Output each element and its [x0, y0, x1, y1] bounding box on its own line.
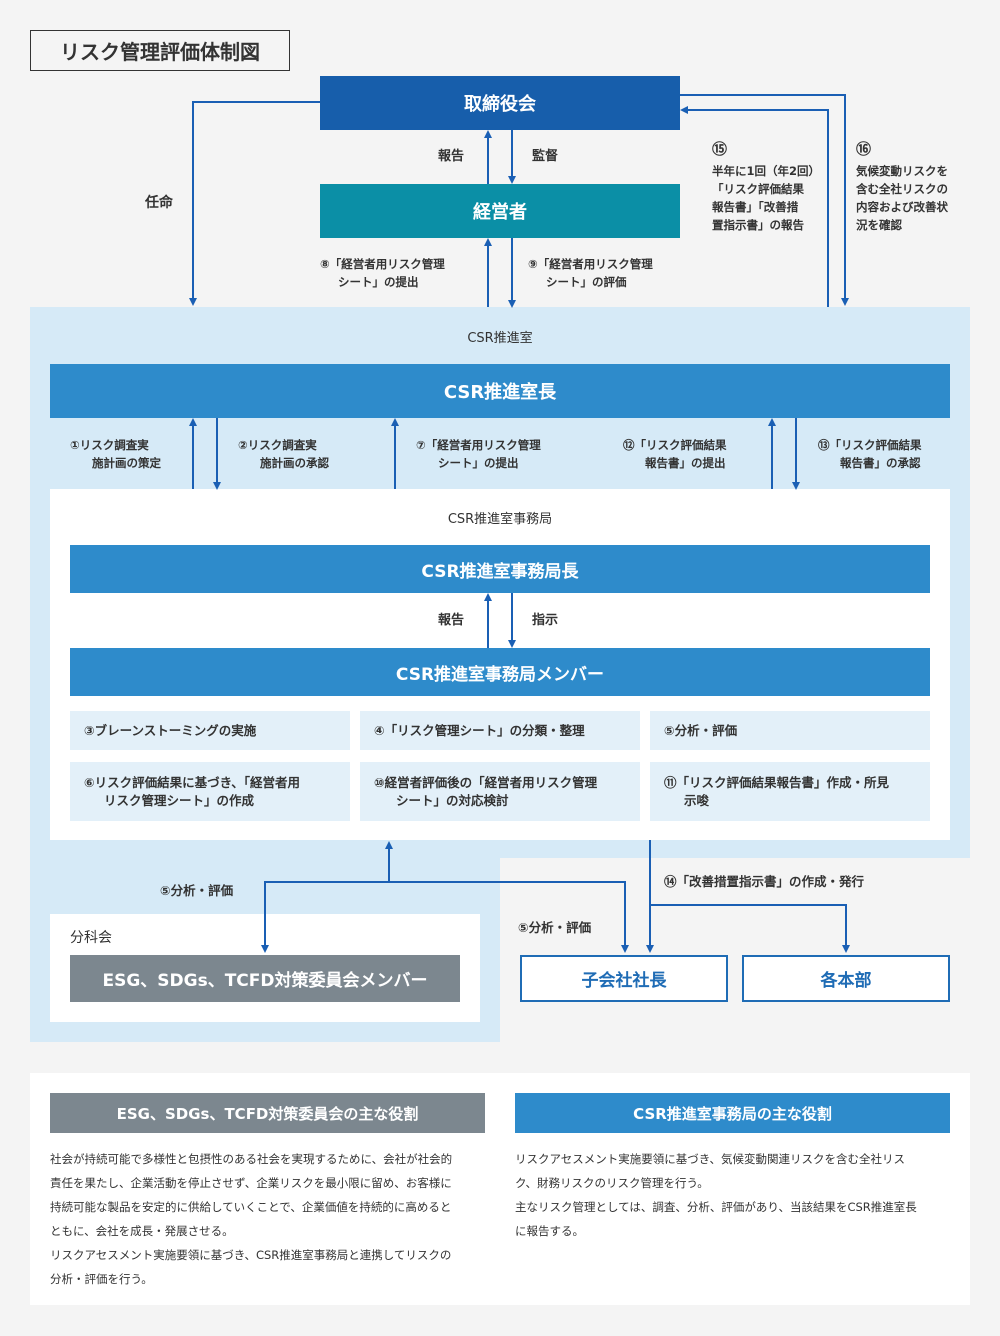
note-line: 報告書」「改善措 — [712, 200, 799, 214]
note-line: 含む全社リスクの — [856, 182, 948, 196]
note-line: ⑦「経営者用リスク管理 — [416, 438, 541, 452]
csr-head-box: CSR推進室長 — [50, 364, 950, 418]
note-15: ⑮ 半年に1回（年2回） 「リスク評価結果報告書」「改善措置指示書」の報告 — [712, 140, 820, 234]
page-title-text: リスク管理評価体制図 — [60, 40, 260, 64]
board-box: 取締役会 — [320, 76, 680, 130]
arrow-16 — [680, 94, 849, 306]
note-line: 「リスク評価結果 — [712, 182, 804, 196]
note-2: ②リスク調査実施計画の承認 — [238, 436, 329, 472]
note-line: 半年に1回（年2回） — [712, 164, 821, 178]
note-1: ①リスク調査実施計画の策定 — [70, 436, 161, 472]
note-line: シート」の提出 — [338, 275, 419, 289]
subsidiary-box: 子会社社長 — [520, 955, 728, 1002]
analysis-label-1: ⑤分析・評価 — [160, 883, 234, 898]
arrow-14-divisions — [650, 904, 850, 953]
committee-box: ESG、SDGs、TCFD対策委員会メンバー — [70, 955, 460, 1002]
note-line: ⑨「経営者用リスク管理 — [528, 257, 653, 271]
note-12: ⑫「リスク評価結果報告書」の提出 — [623, 436, 727, 472]
supervise-label: 監督 — [532, 149, 559, 164]
note-line: 報告書」の承認 — [840, 456, 921, 470]
secretariat-role-header: CSR推進室事務局の主な役割 — [515, 1093, 950, 1133]
note-16: ⑯ 気候変動リスクを含む全社リスクの内容および改善状況を確認 — [856, 140, 948, 234]
task-4: ④「リスク管理シート」の分類・整理 — [360, 711, 640, 750]
note-line: ⑧「経営者用リスク管理 — [320, 257, 445, 271]
note-9: ⑨「経営者用リスク管理シート」の評価 — [528, 255, 653, 291]
arrow-15 — [680, 106, 829, 307]
note-line: シート」の評価 — [546, 275, 627, 289]
csr-room-label: CSR推進室 — [467, 331, 533, 346]
task-6: ⑥リスク評価結果に基づき、「経営者用リスク管理シート」の作成 — [70, 762, 350, 821]
arrow-appoint — [189, 101, 320, 306]
committee-role-header: ESG、SDGs、TCFD対策委員会の主な役割 — [50, 1093, 485, 1133]
report-label-2: 報告 — [438, 613, 465, 628]
arrow-analysis-committee — [261, 881, 389, 953]
divisions-box: 各本部 — [742, 955, 950, 1002]
note-line: 気候変動リスクを — [856, 164, 948, 178]
instruct-label: 指示 — [532, 613, 559, 628]
note-line: シート」の提出 — [438, 456, 519, 470]
management-box: 経営者 — [320, 184, 680, 238]
secretariat-label: CSR推進室事務局 — [447, 512, 553, 527]
note-15-num: ⑮ — [712, 140, 728, 158]
note-line: 施計画の承認 — [260, 456, 329, 470]
note-13: ⑬「リスク評価結果報告書」の承認 — [818, 436, 922, 472]
committee-role-text: 社会が持続可能で多様性と包摂性のある社会を実現するために、会社が社会的責任を果た… — [50, 1152, 453, 1286]
task-11: ⑪「リスク評価結果報告書」作成・所見示唆 — [650, 762, 930, 821]
task-10: ⑩経営者評価後の「経営者用リスク管理シート」の対応検討 — [360, 762, 640, 821]
task-3: ③ブレーンストーミングの実施 — [70, 711, 350, 750]
note-8: ⑧「経営者用リスク管理シート」の提出 — [320, 255, 445, 291]
note-14: ⑭「改善措置指示書」の作成・発行 — [664, 874, 865, 889]
note-line: 況を確認 — [856, 218, 902, 232]
task-5: ⑤分析・評価 — [650, 711, 930, 750]
note-16-num: ⑯ — [856, 140, 872, 158]
arrow-analysis-subsidiary — [389, 881, 629, 953]
secretariat-role-text: リスクアセスメント実施要領に基づき、気候変動関連リスクを含む全社リスク、財務リス… — [515, 1152, 917, 1238]
note-line: ⑬「リスク評価結果 — [818, 438, 922, 452]
secretariat-head-box: CSR推進室事務局長 — [70, 545, 930, 593]
note-line: 内容および改善状 — [856, 200, 948, 214]
note-line: ②リスク調査実 — [238, 438, 317, 452]
report-label: 報告 — [438, 149, 465, 164]
note-line: 報告書」の提出 — [645, 456, 726, 470]
note-line: 施計画の策定 — [92, 456, 161, 470]
analysis-label-2: ⑤分析・評価 — [518, 920, 592, 935]
appoint-label: 任命 — [145, 195, 173, 211]
page-title: リスク管理評価体制図 — [30, 30, 290, 71]
note-line: ①リスク調査実 — [70, 438, 149, 452]
note-7: ⑦「経営者用リスク管理シート」の提出 — [416, 436, 541, 472]
secretariat-members-box: CSR推進室事務局メンバー — [70, 648, 930, 696]
arrows — [189, 94, 850, 953]
note-line: ⑫「リスク評価結果 — [623, 438, 727, 452]
note-line: 置指示書」の報告 — [712, 218, 804, 232]
subcommittee-label: 分科会 — [70, 930, 112, 946]
